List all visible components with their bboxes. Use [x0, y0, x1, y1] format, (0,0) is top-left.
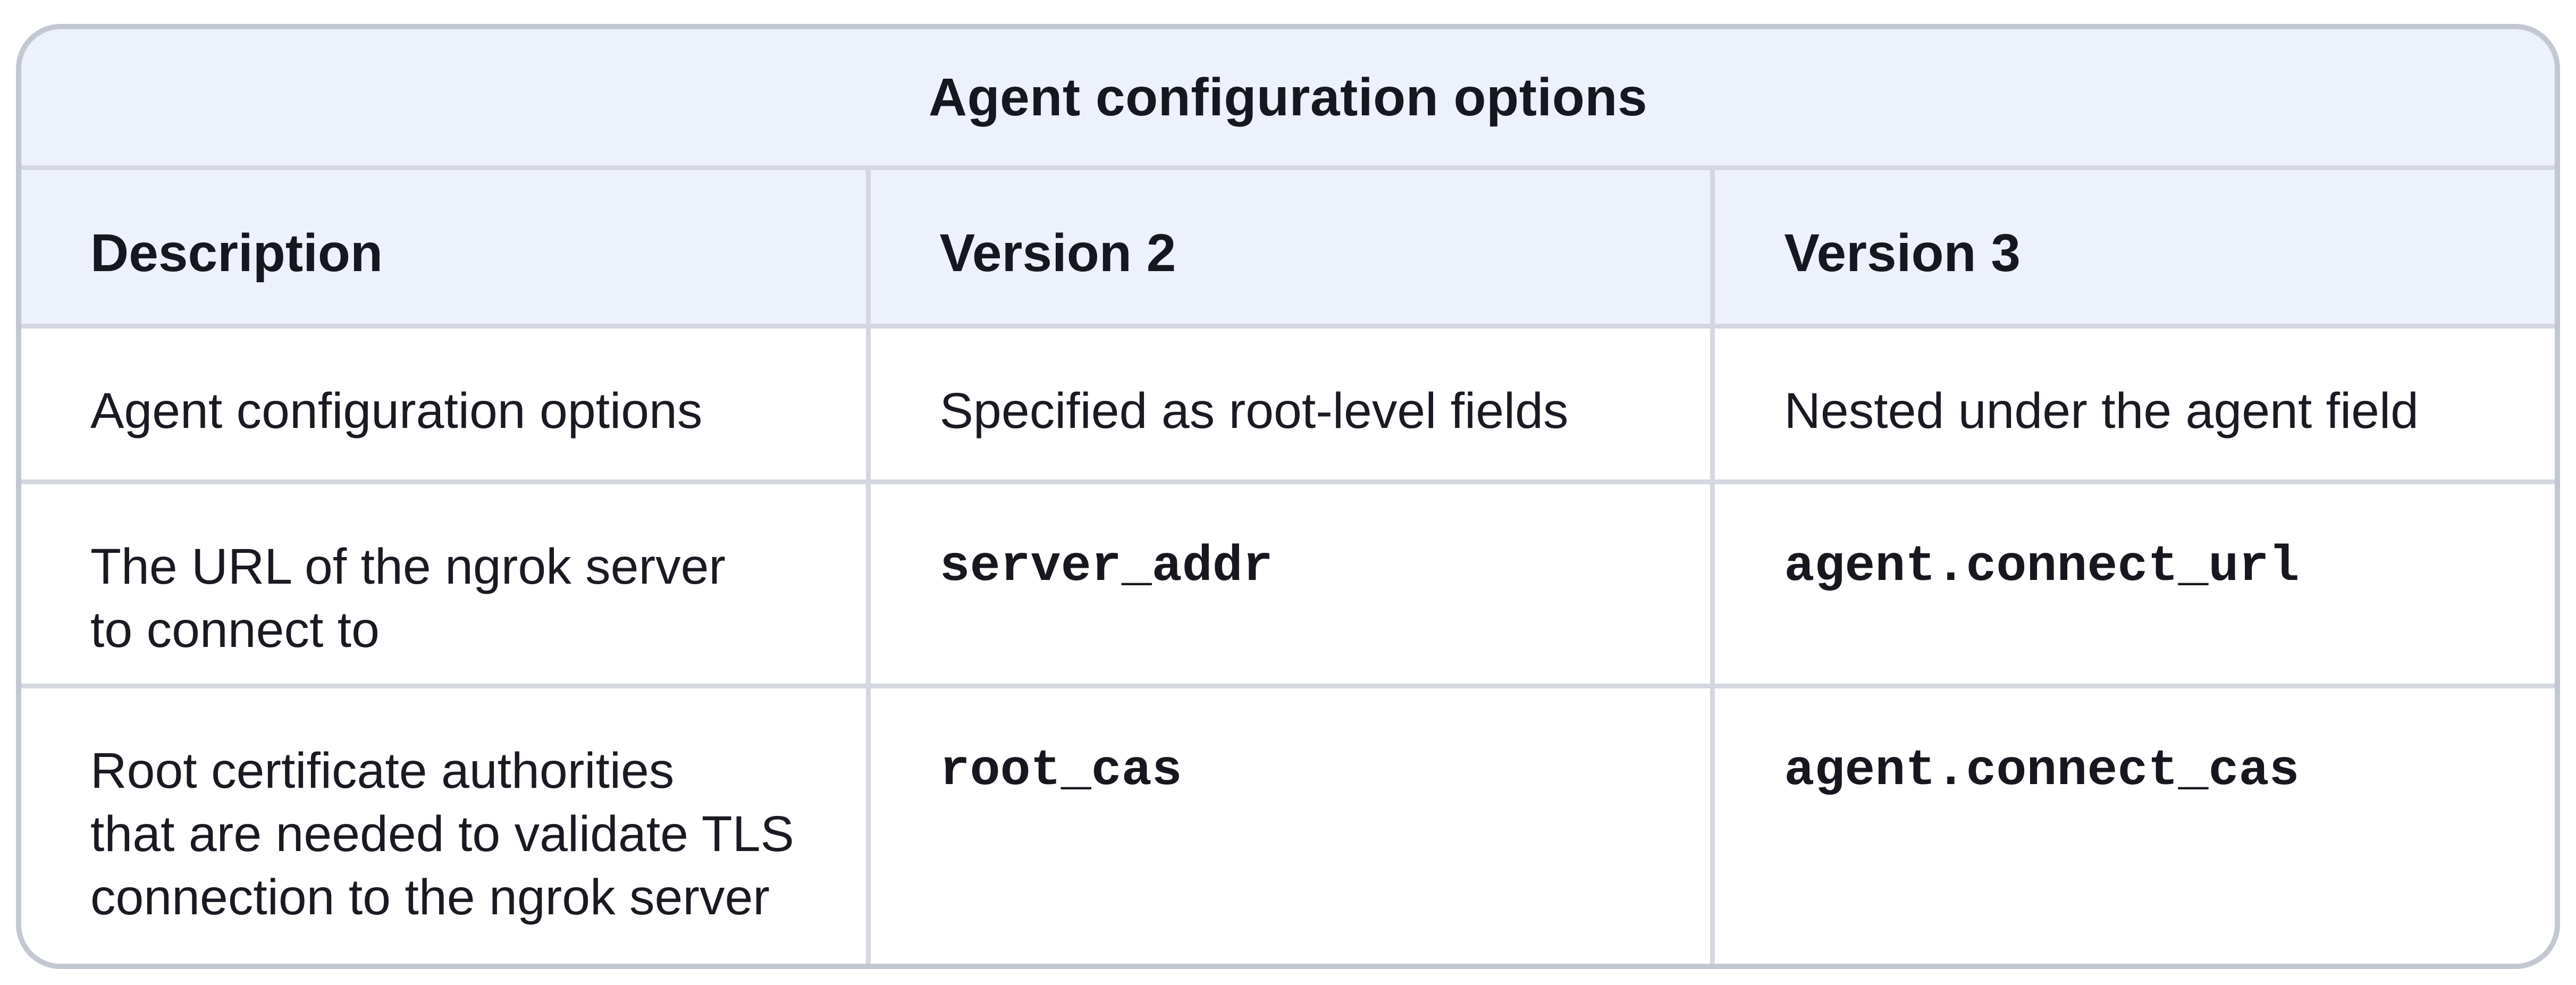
table-header-row: Description Version 2 Version 3	[21, 170, 2555, 329]
table-row: Agent configuration options Specified as…	[21, 329, 2555, 484]
cell-version-3-code: agent.connect_url	[1710, 484, 2555, 684]
table-row: Root certificate authorities that are ne…	[21, 688, 2555, 964]
column-header-version-2: Version 2	[865, 170, 1711, 324]
cell-description: Agent configuration options	[90, 383, 703, 439]
cell-description: Root certificate authorities that are ne…	[90, 743, 794, 925]
agent-config-comparison-table: Agent configuration options Description …	[16, 24, 2560, 969]
cell-description: The URL of the ngrok server to connect t…	[90, 538, 726, 658]
cell-version-3-code: agent.connect_cas	[1710, 688, 2555, 964]
table-title-row: Agent configuration options	[21, 29, 2555, 170]
cell-version-2-value: Specified as root-level fields	[865, 329, 1711, 479]
cell-version-3-value: Nested under the agent field	[1710, 329, 2555, 479]
cell-version-2-code: server_addr	[865, 484, 1711, 684]
cell-version-2-code: root_cas	[865, 688, 1711, 964]
column-header-description: Description	[90, 223, 383, 283]
column-header-version-3: Version 3	[1710, 170, 2555, 324]
table-row: The URL of the ngrok server to connect t…	[21, 484, 2555, 688]
table-title: Agent configuration options	[928, 67, 1648, 127]
